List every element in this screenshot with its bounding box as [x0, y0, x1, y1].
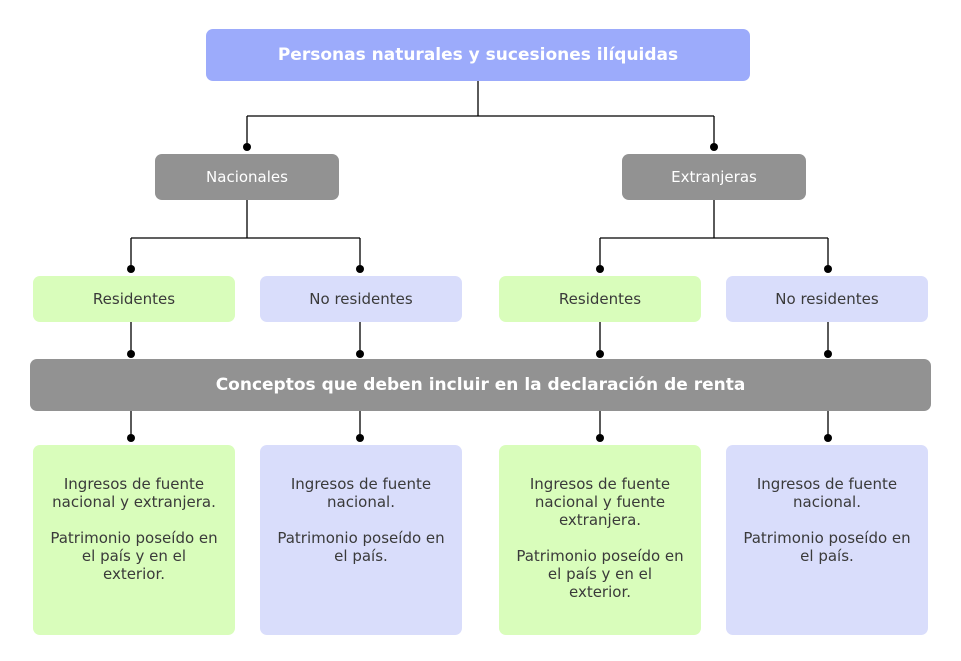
group-label: Residentes — [558, 290, 642, 308]
concepts-label: Conceptos que deben incluir en la declar… — [215, 375, 746, 395]
group-extranjeras-no-residentes: No residentes — [726, 276, 928, 322]
connector-dot — [824, 350, 832, 358]
detail-extranjeras-no-residentes: Ingresos de fuente nacional. Patrimonio … — [726, 445, 928, 635]
category-label: Nacionales — [206, 168, 288, 186]
category-nacionales: Nacionales — [155, 154, 339, 200]
income-text: Ingresos de fuente nacional. — [290, 475, 432, 511]
detail-nacionales-residentes: Ingresos de fuente nacional y extranjera… — [33, 445, 235, 635]
category-label: Extranjeras — [671, 168, 757, 186]
connector-dot — [710, 143, 718, 151]
connector-dot — [596, 265, 604, 273]
detail-nacionales-no-residentes: Ingresos de fuente nacional. Patrimonio … — [260, 445, 462, 635]
connector-dot — [596, 350, 604, 358]
group-label: No residentes — [309, 290, 413, 308]
income-text: Ingresos de fuente nacional. — [756, 475, 898, 511]
root-node: Personas naturales y sucesiones ilíquida… — [206, 29, 750, 81]
income-text: Ingresos de fuente nacional y extranjera… — [52, 475, 216, 511]
connector-dot — [243, 143, 251, 151]
group-extranjeras-residentes: Residentes — [499, 276, 701, 322]
group-label: Residentes — [92, 290, 176, 308]
connector-dot — [127, 350, 135, 358]
connector-dot — [127, 265, 135, 273]
group-label: No residentes — [775, 290, 879, 308]
group-nacionales-residentes: Residentes — [33, 276, 235, 322]
assets-text: Patrimonio poseído en el país. — [743, 529, 911, 565]
connector-dot — [356, 434, 364, 442]
concepts-banner: Conceptos que deben incluir en la declar… — [30, 359, 931, 411]
assets-text: Patrimonio poseído en el país y en el ex… — [50, 529, 218, 583]
connector-dot — [356, 265, 364, 273]
group-nacionales-no-residentes: No residentes — [260, 276, 462, 322]
detail-extranjeras-residentes: Ingresos de fuente nacional y fuente ext… — [499, 445, 701, 635]
assets-text: Patrimonio poseído en el país y en el ex… — [516, 547, 684, 601]
connector-dot — [356, 350, 364, 358]
connector-dot — [127, 434, 135, 442]
connector-dot — [596, 434, 604, 442]
assets-text: Patrimonio poseído en el país. — [277, 529, 445, 565]
connector-dot — [824, 265, 832, 273]
root-label: Personas naturales y sucesiones ilíquida… — [277, 45, 679, 65]
connector-dot — [824, 434, 832, 442]
category-extranjeras: Extranjeras — [622, 154, 806, 200]
income-text: Ingresos de fuente nacional y fuente ext… — [529, 475, 671, 529]
